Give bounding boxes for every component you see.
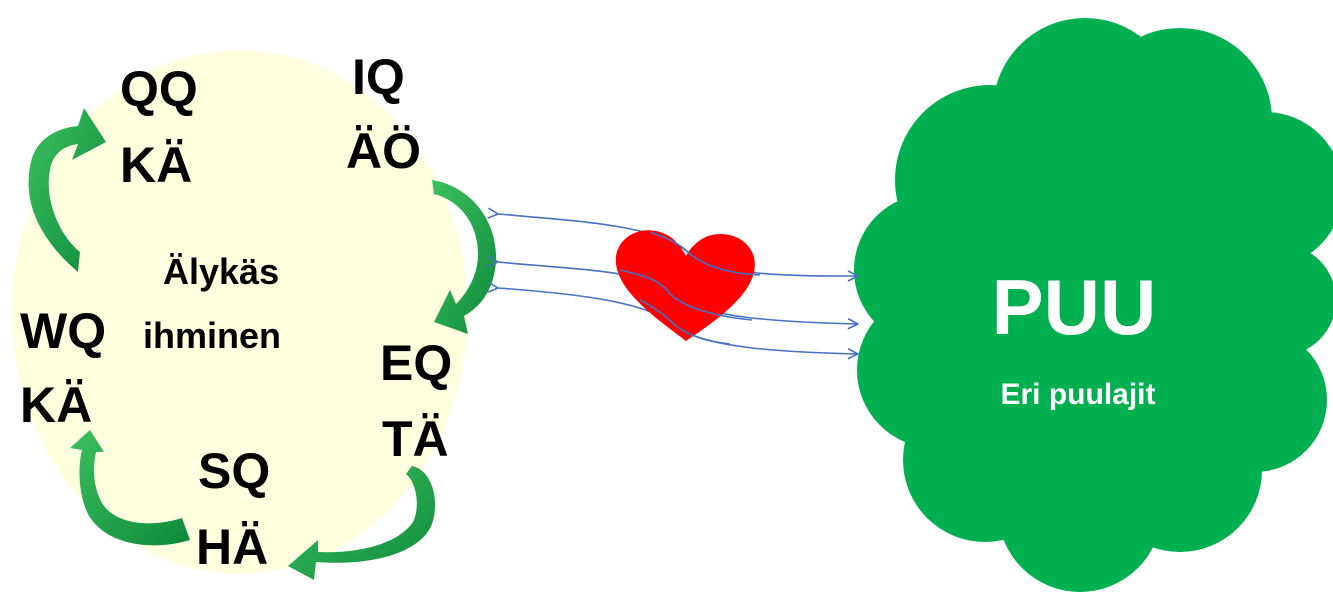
connector-lines-over-heart [619, 231, 761, 345]
cycle-arrow-eq-sq [288, 466, 436, 580]
circle-labels: QQ KÄ IQ ÄÖ EQ TÄ SQ HÄ WQ KÄ Älykäs ihm… [20, 49, 452, 575]
eq-abbr: TÄ [382, 411, 449, 467]
cycle-arrow-sq-wq [70, 430, 190, 546]
cloud-title: PUU [992, 263, 1157, 351]
eq-code: EQ [380, 335, 452, 391]
iq-code: IQ [352, 49, 405, 105]
center-label-line1: Älykäs [163, 251, 279, 292]
sq-code: SQ [198, 443, 270, 499]
cloud-subtitle: Eri puulajit [1000, 378, 1155, 411]
cycle-arrows [28, 108, 497, 580]
person-circle [12, 50, 468, 574]
sq-abbr: HÄ [196, 519, 268, 575]
center-label-line2: ihminen [143, 315, 281, 356]
iq-abbr: ÄÖ [346, 123, 421, 179]
qq-code: QQ [120, 61, 198, 117]
cycle-arrow-wq-qq [28, 108, 106, 272]
heart-icon [615, 230, 755, 341]
qq-abbr: KÄ [120, 137, 192, 193]
wq-code: WQ [20, 303, 106, 359]
tree-cloud [854, 18, 1333, 592]
cycle-arrow-iq-eq [432, 180, 497, 334]
wq-abbr: KÄ [20, 377, 92, 433]
